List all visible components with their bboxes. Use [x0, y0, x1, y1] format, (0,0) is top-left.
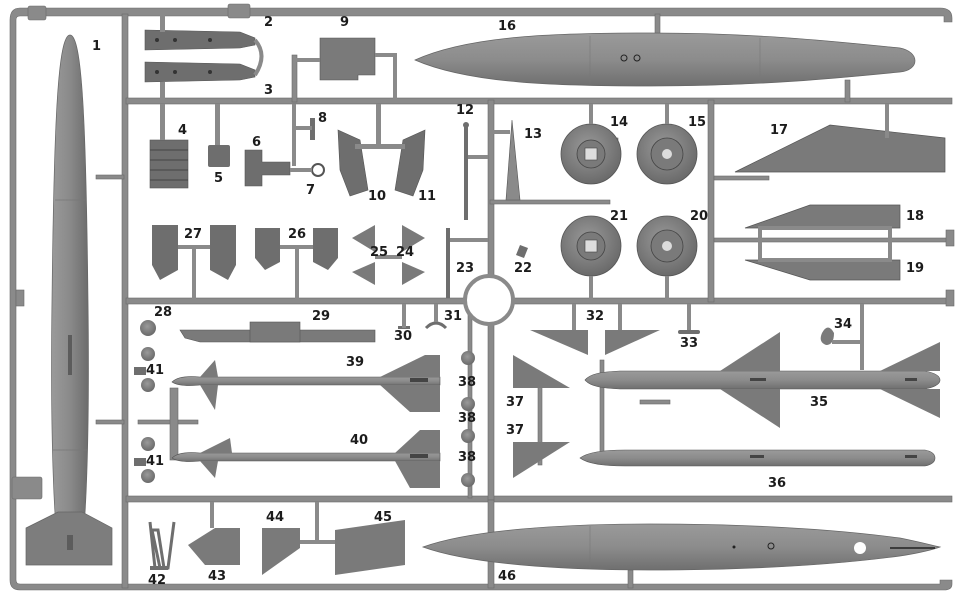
part-42-43-44-45 [148, 502, 405, 575]
part-label-13: 13 [524, 127, 543, 142]
part-label-22: 22 [514, 261, 533, 276]
part-label-41-bottom: 41 [146, 454, 165, 469]
part-label-6: 6 [252, 135, 262, 150]
part-label-5: 5 [214, 171, 224, 186]
part-label-29: 29 [312, 309, 331, 324]
part-9 [296, 37, 397, 100]
part-label-42: 42 [148, 573, 167, 588]
part-label-39: 39 [346, 355, 365, 370]
part-label-17: 17 [770, 123, 789, 138]
part-label-15: 15 [688, 115, 707, 130]
part-label-2: 2 [264, 15, 274, 30]
part-wheels [560, 104, 698, 300]
part-label-32: 32 [586, 309, 605, 324]
part-4-5-6-7-8 [149, 104, 325, 189]
part-label-38-mid: 38 [458, 411, 477, 426]
part-drop-tank-16 [414, 32, 916, 87]
part-label-9: 9 [340, 15, 350, 30]
part-label-31: 31 [444, 309, 463, 324]
part-label-8: 8 [318, 111, 328, 126]
part-label-4: 4 [178, 123, 188, 138]
part-label-43: 43 [208, 569, 227, 584]
part-label-38-top: 38 [458, 375, 477, 390]
part-17-18-19 [734, 104, 946, 281]
part-missiles-39-40 [134, 347, 475, 488]
part-12-13 [463, 119, 521, 220]
part-label-25: 25 [370, 245, 389, 260]
part-label-36: 36 [768, 476, 787, 491]
part-label-14: 14 [610, 115, 629, 130]
part-label-19: 19 [906, 261, 925, 276]
part-missile-36 [579, 449, 936, 467]
part-label-3: 3 [264, 83, 274, 98]
part-28-29-30-31 [140, 304, 448, 343]
sprue-gate-circle [463, 274, 515, 326]
part-label-20: 20 [690, 209, 709, 224]
part-label-35: 35 [810, 395, 829, 410]
part-missile-35 [584, 332, 941, 428]
part-label-45: 45 [374, 510, 393, 525]
part-pylon-2-3 [144, 14, 264, 100]
part-label-18: 18 [906, 209, 925, 224]
part-label-10: 10 [368, 189, 387, 204]
part-label-38-bottom: 38 [458, 450, 477, 465]
part-22-23 [446, 228, 528, 298]
part-label-7: 7 [306, 183, 316, 198]
part-32-33-34 [530, 304, 864, 370]
part-label-16: 16 [498, 19, 517, 34]
part-drop-tank-46 [421, 523, 942, 571]
part-fuel-tank-1 [25, 34, 113, 566]
part-label-40: 40 [350, 433, 369, 448]
part-label-33: 33 [680, 336, 699, 351]
part-24-27 [152, 225, 425, 300]
part-label-21: 21 [610, 209, 629, 224]
part-label-27: 27 [184, 227, 203, 242]
part-label-28: 28 [154, 305, 173, 320]
part-label-30: 30 [394, 329, 413, 344]
part-label-26: 26 [288, 227, 307, 242]
part-label-1: 1 [92, 39, 102, 54]
part-label-23: 23 [456, 261, 475, 276]
part-label-12: 12 [456, 103, 475, 118]
part-label-46: 46 [498, 569, 517, 584]
part-37 [513, 355, 570, 478]
part-label-41-top: 41 [146, 363, 165, 378]
part-label-44: 44 [266, 510, 285, 525]
part-label-24: 24 [396, 245, 415, 260]
part-label-11: 11 [418, 189, 437, 204]
part-label-37-bottom: 37 [506, 423, 525, 438]
part-10-11 [337, 104, 426, 197]
part-label-34: 34 [834, 317, 853, 332]
part-label-37-top: 37 [506, 395, 525, 410]
